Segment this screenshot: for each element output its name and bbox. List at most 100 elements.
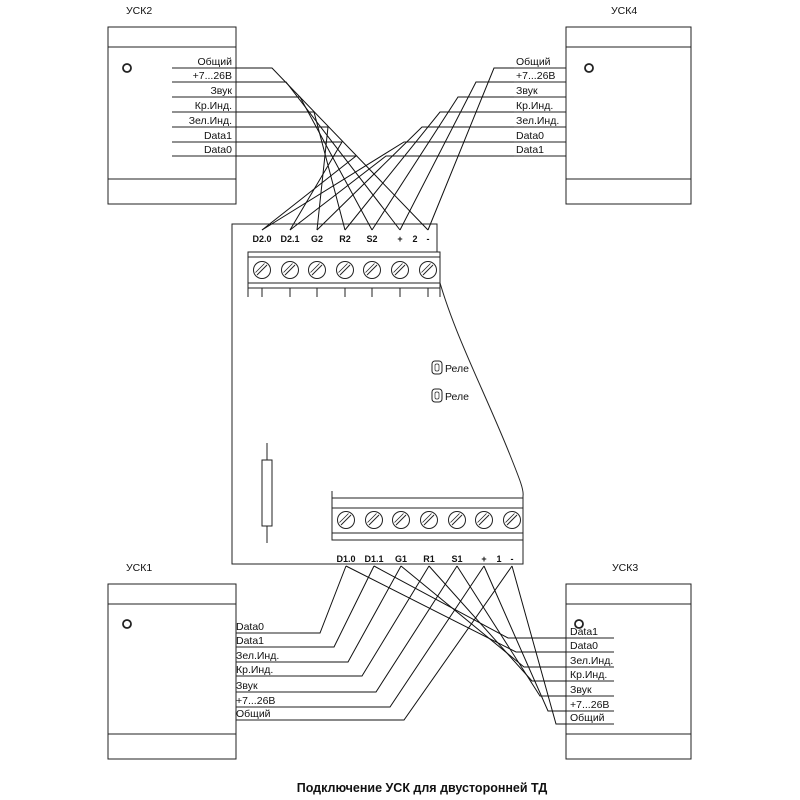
screw-terminal-icon bbox=[281, 261, 299, 279]
led-icon bbox=[584, 63, 594, 73]
pin-label: Data1 bbox=[570, 626, 598, 638]
terminal-label: S2 bbox=[366, 234, 377, 244]
reader-usk1-title: УСК1 bbox=[126, 562, 152, 574]
bottom-terminal-labels: D1.0 D1.1 G1 R1 S1 + 1 - bbox=[336, 554, 513, 564]
wire bbox=[300, 565, 458, 693]
reader-usk3-title: УСК3 bbox=[612, 562, 638, 574]
screw-terminal-icon bbox=[336, 261, 354, 279]
screw-terminal-icon bbox=[475, 511, 493, 529]
controller-board bbox=[231, 223, 524, 565]
led-icon bbox=[122, 63, 132, 73]
pin-label: Зел.Инд. bbox=[516, 115, 559, 127]
terminal-label: D1.1 bbox=[364, 554, 383, 564]
reader-usk1: УСК1 Data0Data1Зел.Инд.Кр.Инд.Звук+7...2… bbox=[107, 562, 300, 760]
pin-label: Data0 bbox=[204, 144, 232, 156]
screw-terminal-icon bbox=[308, 261, 326, 279]
terminal-label: + bbox=[481, 554, 486, 564]
terminal-label: - bbox=[511, 554, 514, 564]
pin-label: Кр.Инд. bbox=[195, 100, 232, 112]
relay-1-indicator: Реле bbox=[431, 360, 469, 375]
relay-2-label: Реле bbox=[445, 391, 469, 403]
pin-label: Кр.Инд. bbox=[516, 100, 553, 112]
wire bbox=[345, 565, 566, 653]
pin-label: +7...26В bbox=[236, 695, 275, 707]
screw-terminal-icon bbox=[253, 261, 271, 279]
wire bbox=[456, 565, 566, 697]
led-icon bbox=[574, 619, 584, 629]
pin-label: +7...26В bbox=[570, 699, 609, 711]
wire bbox=[344, 111, 514, 231]
wire bbox=[236, 155, 358, 231]
pin-label: Data1 bbox=[236, 635, 264, 647]
diagram-caption: Подключение УСК для двусторонней ТД bbox=[297, 781, 548, 795]
screw-terminal-icon bbox=[420, 511, 438, 529]
wire bbox=[300, 565, 513, 721]
screw-terminal-icon bbox=[448, 511, 466, 529]
wire bbox=[236, 96, 373, 231]
terminal-label: D2.1 bbox=[280, 234, 299, 244]
pin-label: +7...26В bbox=[516, 70, 555, 82]
pin-label: Data1 bbox=[516, 144, 544, 156]
pin-label: Data0 bbox=[516, 130, 544, 142]
reader-usk2-title: УСК2 bbox=[126, 5, 152, 17]
wire bbox=[373, 565, 566, 639]
pin-label: Звук bbox=[236, 680, 258, 692]
relay-2-indicator: Реле bbox=[431, 388, 469, 403]
screw-terminal-icon bbox=[392, 511, 410, 529]
terminal-label: D2.0 bbox=[252, 234, 271, 244]
terminal-label: G2 bbox=[311, 234, 323, 244]
pin-label: Звук bbox=[570, 684, 592, 696]
top-terminal-block bbox=[247, 251, 441, 297]
relay-1-label: Реле bbox=[445, 363, 469, 375]
screw-terminal-icon bbox=[419, 261, 437, 279]
wire bbox=[236, 141, 343, 231]
reader-usk4-title: УСК4 bbox=[611, 5, 637, 17]
terminal-label: S1 bbox=[451, 554, 462, 564]
wire bbox=[399, 81, 514, 231]
wire bbox=[483, 565, 566, 712]
terminal-label: 2 bbox=[412, 234, 417, 244]
led-icon bbox=[122, 619, 132, 629]
terminal-label: R2 bbox=[339, 234, 351, 244]
wire bbox=[261, 141, 514, 231]
screw-terminal-icon bbox=[503, 511, 521, 529]
wire bbox=[300, 565, 485, 708]
pin-label: Зел.Инд. bbox=[570, 655, 613, 667]
terminal-label: D1.0 bbox=[336, 554, 355, 564]
reader-usk4: УСК4 Общий+7...26ВЗвукКр.Инд.Зел.Инд.Dat… bbox=[514, 5, 692, 205]
pin-label: Data0 bbox=[236, 621, 264, 633]
pin-label: Data1 bbox=[204, 130, 232, 142]
pin-label: Общий bbox=[197, 56, 232, 68]
wire bbox=[236, 111, 346, 231]
pin-label: Звук bbox=[516, 85, 538, 97]
wire bbox=[371, 96, 514, 231]
wire bbox=[511, 565, 566, 725]
pin-label: Зел.Инд. bbox=[236, 650, 279, 662]
top-terminal-labels: D2.0 D2.1 G2 R2 S2 + 2 - bbox=[252, 234, 429, 244]
pin-label: Data0 bbox=[570, 640, 598, 652]
terminal-label: - bbox=[427, 234, 430, 244]
wire bbox=[236, 81, 401, 231]
wire bbox=[236, 126, 329, 231]
wire bbox=[300, 565, 402, 663]
wire bbox=[236, 67, 429, 231]
terminal-label: G1 bbox=[395, 554, 407, 564]
screw-terminal-icon bbox=[391, 261, 409, 279]
pin-label: Зел.Инд. bbox=[189, 115, 232, 127]
wire bbox=[300, 565, 430, 677]
wire bbox=[428, 565, 566, 682]
terminal-label: 1 bbox=[496, 554, 501, 564]
screw-terminal-icon bbox=[365, 511, 383, 529]
terminal-label: + bbox=[397, 234, 402, 244]
wire bbox=[300, 565, 347, 634]
bottom-terminal-block bbox=[331, 491, 524, 541]
wire bbox=[300, 565, 375, 648]
pin-label: Общий bbox=[570, 712, 605, 724]
pin-label: Кр.Инд. bbox=[570, 669, 607, 681]
pin-label: Звук bbox=[210, 85, 232, 97]
wire bbox=[427, 67, 514, 231]
screw-terminal-icon bbox=[337, 511, 355, 529]
wires bbox=[236, 67, 566, 725]
